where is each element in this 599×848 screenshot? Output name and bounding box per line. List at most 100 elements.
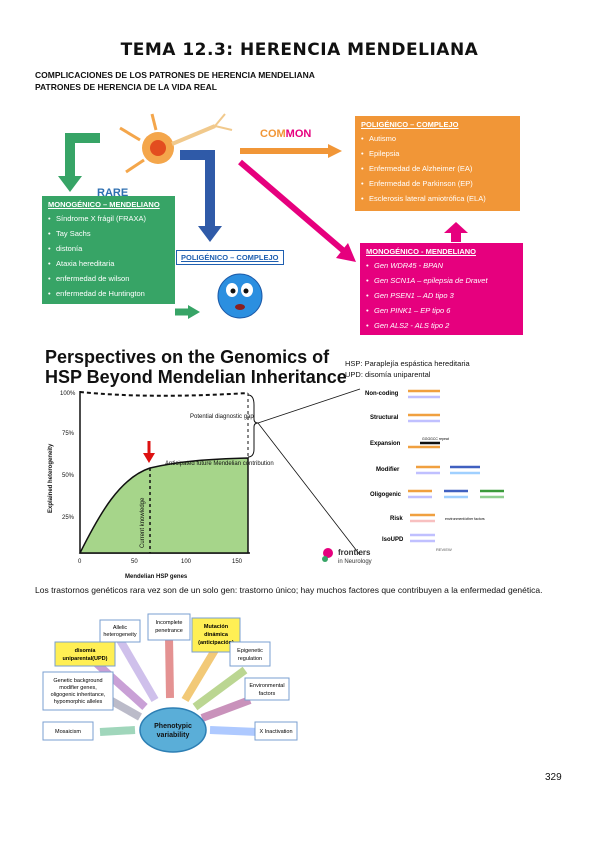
magenta-arrow (238, 159, 347, 255)
green-arrow (65, 133, 100, 178)
center-text-line1: Phenotypic (154, 723, 192, 730)
ytick: 50% (62, 473, 75, 479)
green-box-header: MONOGÉNICO – MENDELIANO (48, 200, 160, 209)
xtick: 0 (78, 559, 82, 565)
frontiers-logo: frontiers (338, 548, 371, 557)
mechanism-isoupd: IsoUPD (382, 537, 404, 543)
green-item: enfermedad de Huntington (48, 286, 169, 301)
review-label: REVIEW (436, 547, 452, 552)
y-axis-label: Explained heterogeneity (48, 443, 54, 513)
node-env-l2: factors (259, 691, 276, 697)
hsp-title-line2: HSP Beyond Mendelian Inheritance (45, 367, 347, 387)
node-incomplete (147, 613, 191, 641)
frontiers-journal: in Neurology (338, 559, 372, 565)
neuron-icon (119, 113, 233, 174)
node-gb-l3: oligogenic inheritance, (51, 692, 106, 698)
magenta-arrow-head (336, 243, 356, 262)
magenta-box-monogenico: MONOGÉNICO - MENDELIANO Gen WDR45 - BPAN… (360, 243, 523, 335)
mechanism-structural: Structural (370, 415, 399, 421)
magenta-item: Gen PSEN1 – AD tipo 3 (366, 288, 517, 303)
node-epigenetic-l2: regulation (238, 656, 262, 662)
center-text-line2: variability (157, 732, 190, 739)
node-mutacion-l2: dinámica (204, 632, 229, 638)
body-paragraph: Los trastornos genéticos rara vez son de… (35, 585, 543, 595)
hsp-title: Perspectives on the Genomics of HSP Beyo… (45, 347, 347, 387)
green-item: Tay Sachs (48, 226, 169, 241)
green-arrow-head (58, 176, 82, 192)
node-allelic-l1: Allelic (113, 625, 128, 631)
green-item: enfermedad de wilson (48, 271, 169, 286)
magenta-item: Gen ALS2 - ALS tipo 2 (366, 318, 517, 333)
blue-arrow-head (198, 226, 222, 242)
node-genetic-background (42, 671, 114, 711)
poligenico-small-label: POLIGÉNICO – COMPLEJO (176, 250, 284, 265)
mechanism-risk: Risk (390, 516, 403, 522)
node-x-inactivation (254, 721, 298, 741)
blue-arrow (180, 150, 215, 228)
phenotype-diagram: Phenotypic variability Allelic heterogen… (42, 613, 298, 753)
magenta-item: Gen WDR45 - BPAN (366, 258, 517, 273)
green-item: Ataxia hereditaria (48, 256, 169, 271)
smiley-face-icon (217, 273, 263, 319)
orange-item: Enfermedad de Parkinson (EP) (361, 176, 514, 191)
orange-box-header: POLIGÉNICO – COMPLEJO (361, 120, 459, 129)
frontiers-logo-icon (323, 548, 333, 558)
green-item: distonía (48, 241, 169, 256)
hsp-notes: HSP: Paraplejía espástica hereditaria UP… (345, 358, 470, 380)
hsp-note-1: HSP: Paraplejía espástica hereditaria (345, 359, 470, 368)
magenta-item: Gen PINK1 – EP tipo 6 (366, 303, 517, 318)
orange-item: Enfermedad de Alzheimer (EA) (361, 161, 514, 176)
node-allelic-l2: heterogeneity (103, 632, 137, 638)
dashed-top (79, 391, 249, 397)
annotation-gap: Potential diagnostic gap (190, 414, 254, 420)
orange-box-poligenico: POLIGÉNICO – COMPLEJO Autismo Epilepsia … (355, 116, 520, 211)
green-item: Síndrome X frágil (FRAXA) (48, 211, 169, 226)
annotation-future: Anticipated future Mendelian contributio… (165, 461, 274, 467)
xtick: 150 (232, 559, 243, 565)
node-mutacion-l1: Mutación (204, 624, 229, 630)
orange-arrow-head (328, 144, 342, 158)
magenta-up-arrow (451, 232, 461, 242)
node-mosaicism-text: Mosaicism (55, 729, 81, 735)
mechanism-modifier: Modifier (376, 467, 400, 473)
node-env-l1: Environmental (249, 683, 284, 689)
mechanism-oligogenic: Oligogenic (370, 492, 402, 498)
orange-item: Autismo (361, 131, 514, 146)
page-title: TEMA 12.3: HERENCIA MENDELIANA (120, 40, 479, 60)
magenta-box-header: MONOGÉNICO - MENDELIANO (366, 247, 476, 256)
common-label: COMMON (260, 128, 312, 140)
node-epigenetic (229, 641, 271, 667)
node-gb-l2: modifier genes, (59, 685, 97, 691)
node-environmental (244, 677, 290, 701)
subtitle-patrones: PATRONES DE HERENCIA DE LA VIDA REAL (35, 82, 217, 92)
node-gb-l1: Genetic background (53, 678, 102, 684)
expansion-note: GGGGCC repeat (422, 437, 449, 441)
node-gb-l4: hypomorphic alleles (54, 699, 103, 705)
node-x-inactivation-text: X Inactivation (259, 729, 292, 735)
center-node (139, 707, 207, 753)
risk-note: environment/other factors (445, 517, 485, 521)
page-number: 329 (545, 772, 562, 783)
node-mosaicism (42, 721, 94, 741)
node-allelic (99, 619, 141, 643)
node-epigenetic-l1: Epigenetic (237, 648, 263, 654)
node-mutacion-l3: (anticipación) (198, 640, 234, 646)
ytick: 100% (60, 391, 76, 397)
orange-item: Esclerosis lateral amiotrófica (ELA) (361, 191, 514, 206)
annotation-current: Current knowledge (140, 497, 146, 548)
green-area (78, 457, 249, 554)
ytick: 75% (62, 431, 75, 437)
inheritance-infographic-arrows (58, 113, 468, 319)
hsp-figure: 100% 75% 50% 25% 0 50 100 150 Explained … (48, 388, 504, 580)
ytick: 25% (62, 515, 75, 521)
xtick: 50 (131, 559, 138, 565)
green-box-monogenico: MONOGÉNICO – MENDELIANO Síndrome X frági… (42, 196, 175, 304)
subtitle-complicaciones: COMPLICACIONES DE LOS PATRONES DE HERENC… (35, 70, 315, 80)
x-axis-label: Mendelian HSP genes (125, 574, 188, 580)
node-incomplete-l2: penetrance (155, 628, 183, 634)
hsp-title-line1: Perspectives on the Genomics of (45, 347, 330, 367)
hsp-note-2: UPD: disomía uniparental (345, 370, 431, 379)
magenta-item: Gen SCN1A – epilepsia de Dravet (366, 273, 517, 288)
node-upd (54, 641, 116, 667)
mechanism-expansion: Expansion (370, 441, 401, 447)
